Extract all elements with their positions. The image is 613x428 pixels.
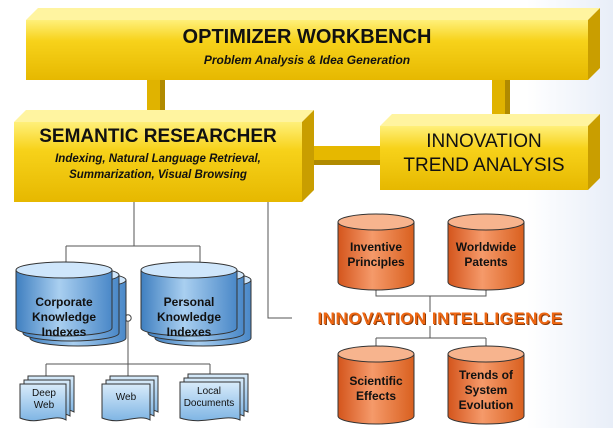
semantic-title: SEMANTIC RESEARCHER (39, 126, 277, 147)
scientific-effects-label: Scientific Effects (349, 374, 403, 403)
connectors (45, 190, 487, 380)
system-evolution-label: Trends of System Evolution (458, 368, 514, 412)
intelligence-databases (337, 213, 525, 425)
connector-lower-dbs (375, 326, 487, 348)
optimizer-subtitle: Problem Analysis & Idea Generation (203, 53, 411, 67)
trend-title: INNOVATION TREND ANALYSIS (403, 131, 565, 176)
inventive-principles-label: Inventive Principles (347, 240, 405, 269)
personal-index-label: Personal Knowledge Indexes (156, 295, 221, 339)
worldwide-patents-label: Worldwide Patents (455, 240, 517, 269)
source-local-label: Local Documents (183, 386, 235, 409)
connector-semantic-to-indexes (65, 190, 201, 262)
connector-indexes-to-sources (45, 318, 211, 380)
innovation-intelligence-label: INNOVATION INTELLIGENCE (317, 309, 563, 328)
source-web-label: Web (115, 392, 137, 403)
trend-analysis-box (380, 114, 600, 190)
cylinder-worldwide-patents (447, 213, 525, 291)
doc-web (101, 375, 159, 422)
connector-semantic-to-intelligence (267, 196, 292, 319)
cylinder-inventive-principles (337, 213, 415, 291)
corporate-index-label: Corporate Knowledge Indexes (31, 295, 96, 339)
doc-local-documents (179, 373, 249, 422)
optimizer-workbench-box (26, 8, 600, 80)
cylinder-system-evolution (447, 345, 525, 425)
cylinder-scientific-effects (337, 345, 415, 425)
cylinder-corporate-index (15, 261, 113, 337)
semantic-researcher-box (14, 110, 314, 202)
source-documents (19, 373, 249, 422)
semantic-subtitle: Indexing, Natural Language Retrieval, Su… (55, 153, 261, 181)
knowledge-index-stacks (15, 261, 252, 347)
pillars (147, 78, 510, 165)
doc-deep-web (19, 375, 75, 422)
optimizer-title: OPTIMIZER WORKBENCH (182, 26, 432, 48)
cylinder-personal-index (140, 261, 238, 337)
source-deep-web-label: Deep Web (32, 388, 56, 411)
